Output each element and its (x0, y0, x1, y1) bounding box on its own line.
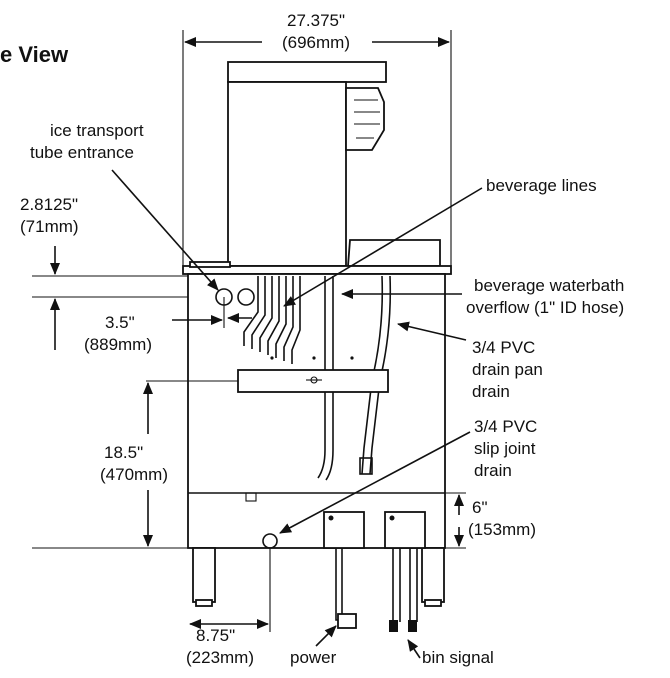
dimension-overall-width: 27.375" (696mm) (182, 11, 452, 266)
overall-width-imperial: 27.375" (287, 11, 345, 30)
dimension-drain-offset: 8.75" (223mm) (186, 548, 271, 667)
merchandiser-box (347, 239, 441, 267)
drain-pan-hose (317, 276, 326, 479)
callout-slip-joint: 3/4 PVC slip joint drain (279, 417, 537, 534)
dispenser-machine (182, 61, 452, 632)
drain-pan-label-1: 3/4 PVC (472, 338, 535, 357)
overflow-label-1: beverage waterbath (474, 276, 624, 295)
power-cord (335, 548, 346, 621)
tube-offset-metric: (889mm) (84, 335, 152, 354)
top-offset-metric: (71mm) (20, 217, 79, 236)
tower-lid (227, 61, 387, 83)
dimension-base-height: 6" (153mm) (445, 492, 536, 549)
callout-waterbath-overflow: beverage waterbath overflow (1" ID hose) (341, 276, 624, 317)
cabinet (187, 273, 446, 549)
callout-power: power (290, 625, 337, 667)
leg-right (421, 547, 445, 603)
drain-pan-label-2: drain pan (472, 360, 543, 379)
top-offset-imperial: 2.8125" (20, 195, 78, 214)
callout-drain-pan: 3/4 PVC drain pan drain (397, 321, 543, 401)
overall-width-metric: (696mm) (282, 33, 350, 52)
tower-body (227, 81, 347, 267)
bin-signal-cables (392, 548, 418, 622)
drain-height-imperial: 18.5" (104, 443, 143, 462)
callout-beverage-lines: beverage lines (283, 176, 597, 307)
beverage-lines-label: beverage lines (486, 176, 597, 195)
drain-offset-metric: (223mm) (186, 648, 254, 667)
base-height-imperial: 6" (472, 498, 488, 517)
drain-height-metric: (470mm) (100, 465, 168, 484)
slip-joint-label-2: slip joint (474, 439, 536, 458)
dispense-head (345, 87, 385, 151)
slip-joint-label-3: drain (474, 461, 512, 480)
drain-pan-bracket (237, 369, 389, 393)
overflow-label-2: overflow (1" ID hose) (466, 298, 624, 317)
callout-ice-transport: ice transport tube entrance (30, 121, 219, 291)
ice-transport-label-2: tube entrance (30, 143, 134, 162)
ice-transport-label-1: ice transport (50, 121, 144, 140)
view-title: e View (0, 42, 69, 67)
leg-left (192, 547, 216, 603)
drain-offset-imperial: 8.75" (196, 626, 235, 645)
callout-bin-signal: bin signal (407, 639, 494, 667)
drain-pan-label-3: drain (472, 382, 510, 401)
dimension-drain-height: 18.5" (470mm) (32, 380, 238, 549)
power-label: power (290, 648, 337, 667)
power-box (323, 511, 365, 549)
base-height-metric: (153mm) (468, 520, 536, 539)
slip-joint-label-1: 3/4 PVC (474, 417, 537, 436)
dimension-top-offset: 2.8125" (71mm) (20, 195, 188, 350)
dimension-tube-offset: 3.5" (889mm) (84, 297, 252, 354)
bin-signal-label: bin signal (422, 648, 494, 667)
tube-offset-imperial: 3.5" (105, 313, 135, 332)
